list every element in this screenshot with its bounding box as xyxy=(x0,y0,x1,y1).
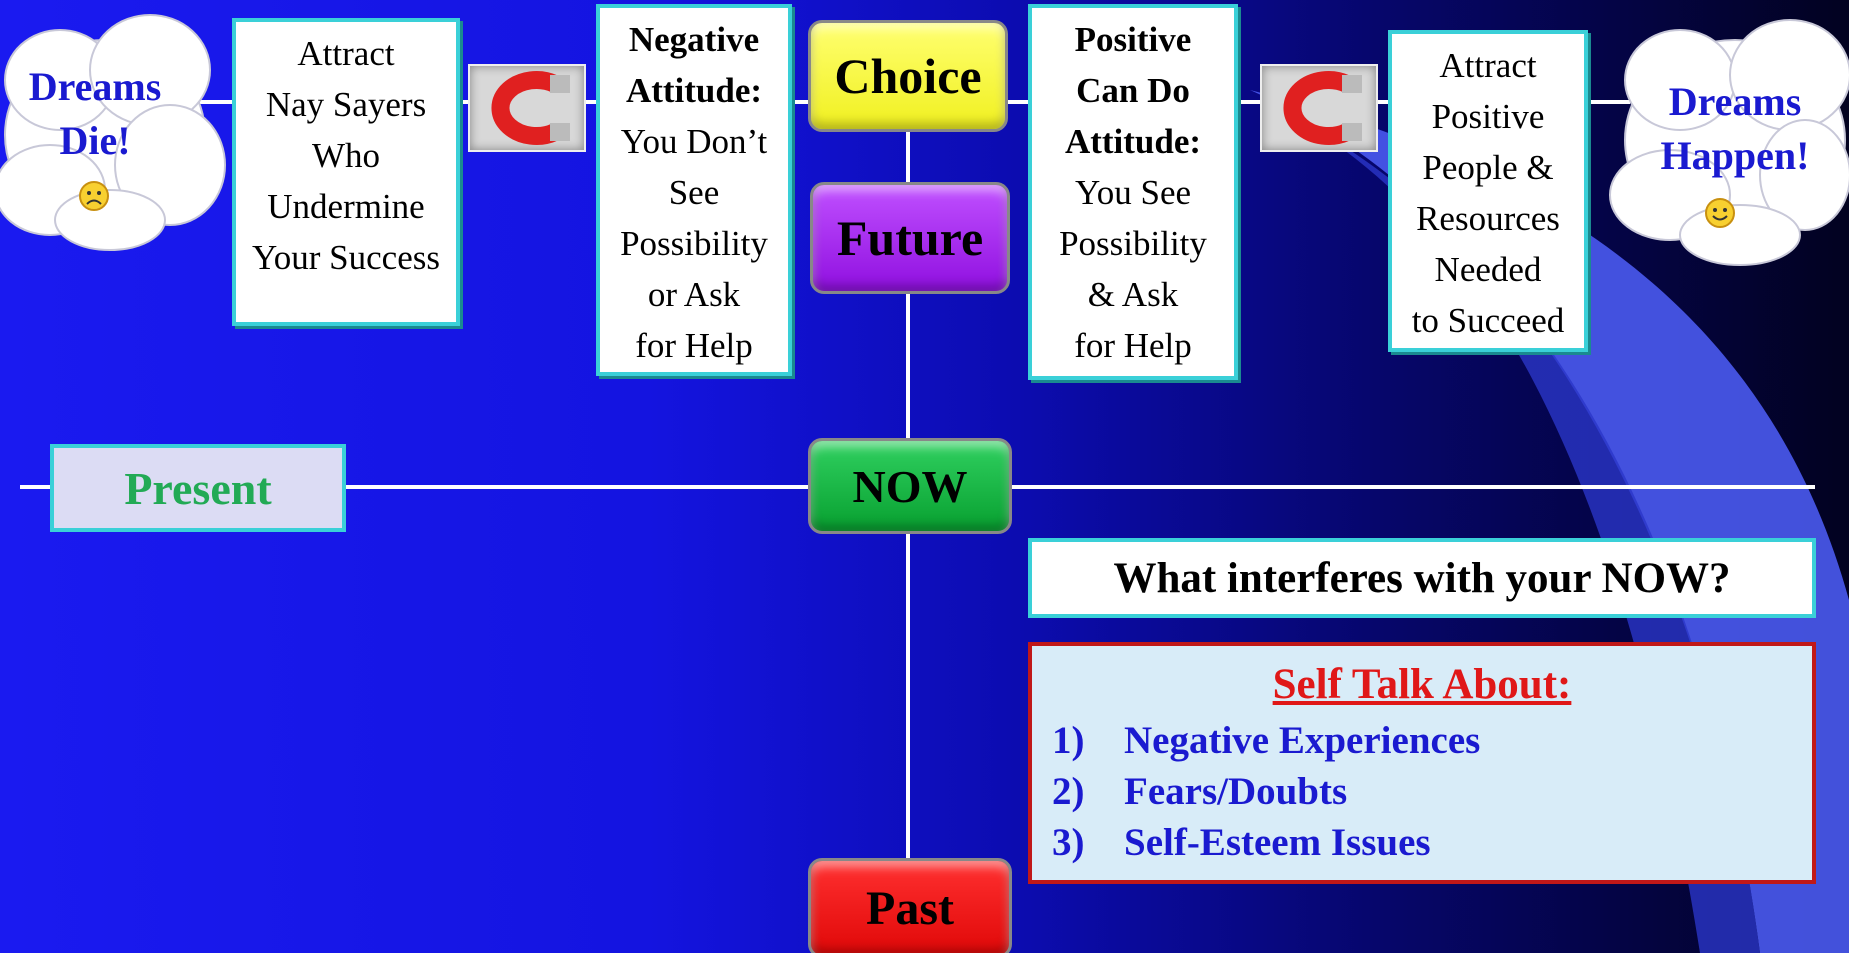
nay-sayers-line: Nay Sayers xyxy=(265,85,427,124)
positive-subtitle: Can Do xyxy=(1076,71,1190,110)
cloud-right xyxy=(1609,19,1849,266)
attract-positive-box: Attract Positive People & Resources Need… xyxy=(1388,30,1588,352)
cloud-right-line2: Happen! xyxy=(1660,133,1810,178)
magnet-icon xyxy=(1283,71,1362,145)
negative-title: Negative xyxy=(628,20,760,59)
cloud-left-text: Dreams Die! xyxy=(5,60,185,168)
self-talk-item-number: 1) xyxy=(1052,719,1085,762)
negative-line: for Help xyxy=(635,326,753,365)
nay-sayers-box: Attract Nay Sayers Who Undermine Your Su… xyxy=(232,18,460,326)
choice-node: Choice xyxy=(808,20,1008,132)
attract-positive-line: Positive xyxy=(1431,97,1545,136)
negative-subtitle: Attitude: xyxy=(625,71,763,110)
negative-attitude-box: Negative Attitude: You Don’t See Possibi… xyxy=(596,4,792,376)
self-talk-title: Self Talk About: xyxy=(1272,661,1572,708)
negative-line: or Ask xyxy=(647,275,741,314)
self-talk-item-number: 2) xyxy=(1052,770,1085,813)
sad-face-icon xyxy=(79,181,109,211)
positive-line: Possibility xyxy=(1059,224,1207,263)
self-talk-item: 2) Fears/Doubts xyxy=(1032,766,1812,817)
question-box: What interferes with your NOW? xyxy=(1028,538,1816,618)
positive-line: You See xyxy=(1074,173,1192,212)
self-talk-item: 3) Self-Esteem Issues xyxy=(1032,817,1812,868)
past-node: Past xyxy=(808,858,1012,953)
nay-sayers-line: Your Success xyxy=(252,238,440,277)
negative-line: See xyxy=(668,173,720,212)
attract-positive-line: Needed xyxy=(1434,250,1542,289)
future-node: Future xyxy=(810,182,1010,294)
positive-line: & Ask xyxy=(1087,275,1179,314)
attract-positive-line: Resources xyxy=(1416,199,1560,238)
positive-subtitle: Attitude: xyxy=(1064,122,1202,161)
self-talk-item: 1) Negative Experiences xyxy=(1032,715,1812,766)
attract-positive-line: Attract xyxy=(1439,46,1537,85)
self-talk-box: Self Talk About: 1)Negative Experiences … xyxy=(1028,642,1816,884)
magnet-left xyxy=(468,64,586,152)
positive-line: for Help xyxy=(1074,326,1192,365)
self-talk-item-text: Fears/Doubts xyxy=(1124,770,1348,813)
cloud-right-line1: Dreams xyxy=(1668,79,1802,124)
negative-line: You Don’t xyxy=(620,122,768,161)
happy-face-icon xyxy=(1705,198,1735,228)
magnet-right xyxy=(1260,64,1378,152)
magnet-icon xyxy=(491,71,570,145)
self-talk-item-text: Negative Experiences xyxy=(1124,719,1481,762)
present-label: Present xyxy=(50,444,346,532)
now-node: NOW xyxy=(808,438,1012,534)
nay-sayers-line: Who xyxy=(311,136,381,175)
self-talk-item-text: Self-Esteem Issues xyxy=(1124,821,1431,864)
cloud-left-line1: Dreams xyxy=(28,64,162,109)
positive-attitude-box: Positive Can Do Attitude: You See Possib… xyxy=(1028,4,1238,380)
negative-line: Possibility xyxy=(620,224,768,263)
self-talk-item-number: 3) xyxy=(1052,821,1085,864)
nay-sayers-line: Attract xyxy=(297,34,395,73)
attract-positive-line: People & xyxy=(1422,148,1554,187)
attract-positive-line: to Succeed xyxy=(1411,301,1565,340)
positive-title: Positive xyxy=(1074,20,1192,59)
cloud-left xyxy=(0,14,226,251)
cloud-right-text: Dreams Happen! xyxy=(1635,75,1835,183)
nay-sayers-line: Undermine xyxy=(267,187,425,226)
cloud-left-line2: Die! xyxy=(59,118,131,163)
